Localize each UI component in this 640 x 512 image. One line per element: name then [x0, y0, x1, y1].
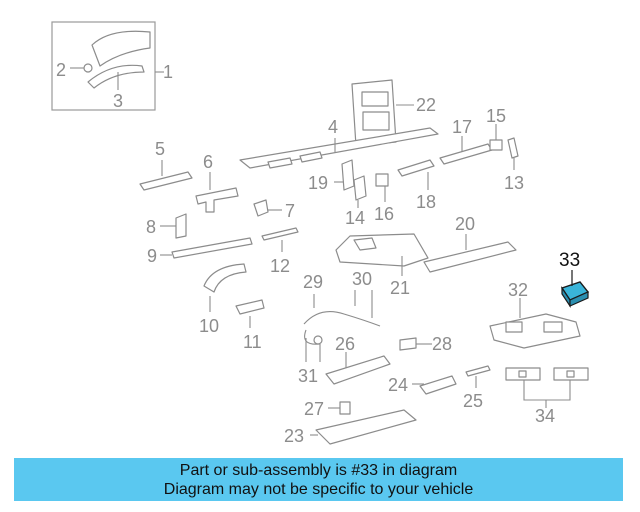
- callout-18: 18: [416, 192, 436, 212]
- callout-27: 27: [304, 399, 324, 419]
- callout-29: 29: [303, 272, 323, 292]
- callout-15: 15: [486, 106, 506, 126]
- inset-box: [51, 21, 164, 111]
- callout-4: 4: [328, 117, 338, 137]
- callout-34: 34: [535, 406, 555, 426]
- part-28: [399, 337, 432, 351]
- banner-line-1: Part or sub-assembly is #33 in diagram: [179, 461, 458, 479]
- part-33-highlighted: [560, 270, 590, 308]
- callout-9: 9: [147, 246, 157, 266]
- callout-8: 8: [146, 217, 156, 237]
- banner-line-2: Diagram may not be specific to your vehi…: [163, 480, 474, 498]
- part-19: [334, 159, 355, 191]
- part-16: [375, 173, 389, 202]
- callout-30: 30: [352, 269, 372, 289]
- part-23: [310, 409, 417, 445]
- part-25: [465, 365, 491, 388]
- part-7: [253, 199, 282, 217]
- callout-10: 10: [199, 316, 219, 336]
- part-13: [507, 137, 519, 170]
- callout-2: 2: [56, 60, 66, 80]
- callout-33-highlighted: 33: [559, 250, 580, 271]
- part-11: [235, 299, 265, 328]
- part-18: [397, 159, 435, 190]
- info-banner: Part or sub-assembly is #33 in diagram D…: [14, 458, 623, 501]
- callout-11: 11: [243, 332, 262, 352]
- callout-32: 32: [508, 280, 528, 300]
- part-24: [412, 375, 457, 395]
- part-3-shape: [87, 64, 145, 89]
- part-4: [239, 127, 439, 169]
- part-26: [325, 352, 391, 385]
- part-14: [353, 175, 367, 208]
- part-20: [423, 234, 517, 273]
- callout-13: 13: [504, 173, 524, 193]
- part-6: [195, 172, 239, 213]
- callout-23: 23: [284, 426, 304, 446]
- callout-5: 5: [155, 139, 165, 159]
- callout-22: 22: [416, 95, 436, 115]
- callout-6: 6: [203, 152, 213, 172]
- part-17: [439, 136, 493, 165]
- callout-12: 12: [270, 256, 290, 276]
- callout-16: 16: [374, 204, 394, 224]
- part-29-30-31: [303, 290, 381, 362]
- callout-31: 31: [298, 366, 318, 386]
- callout-20: 20: [455, 214, 475, 234]
- callout-14: 14: [345, 208, 365, 228]
- callout-17: 17: [452, 117, 472, 137]
- part-10: [203, 263, 247, 312]
- callout-3: 3: [113, 91, 123, 111]
- callout-7: 7: [285, 201, 295, 221]
- part-15: [489, 124, 503, 151]
- parts-diagram: 1 2 3 4 5 6 7 8 9 10 11 12 13 14 15 16 1…: [51, 21, 590, 446]
- part-8: [160, 213, 187, 239]
- callout-1: 1: [163, 62, 173, 82]
- callout-24: 24: [388, 375, 408, 395]
- part-27: [328, 401, 351, 415]
- callout-25: 25: [463, 391, 483, 411]
- part-1-shape: [91, 30, 151, 67]
- callout-28: 28: [432, 334, 452, 354]
- part-21: [335, 233, 429, 276]
- part-34: [505, 367, 589, 408]
- callout-21: 21: [390, 278, 410, 298]
- callout-19: 19: [308, 173, 328, 193]
- part-32: [489, 298, 581, 349]
- part-5: [139, 160, 193, 191]
- part-9: [160, 237, 253, 259]
- part-12: [261, 227, 299, 252]
- callout-26: 26: [335, 334, 355, 354]
